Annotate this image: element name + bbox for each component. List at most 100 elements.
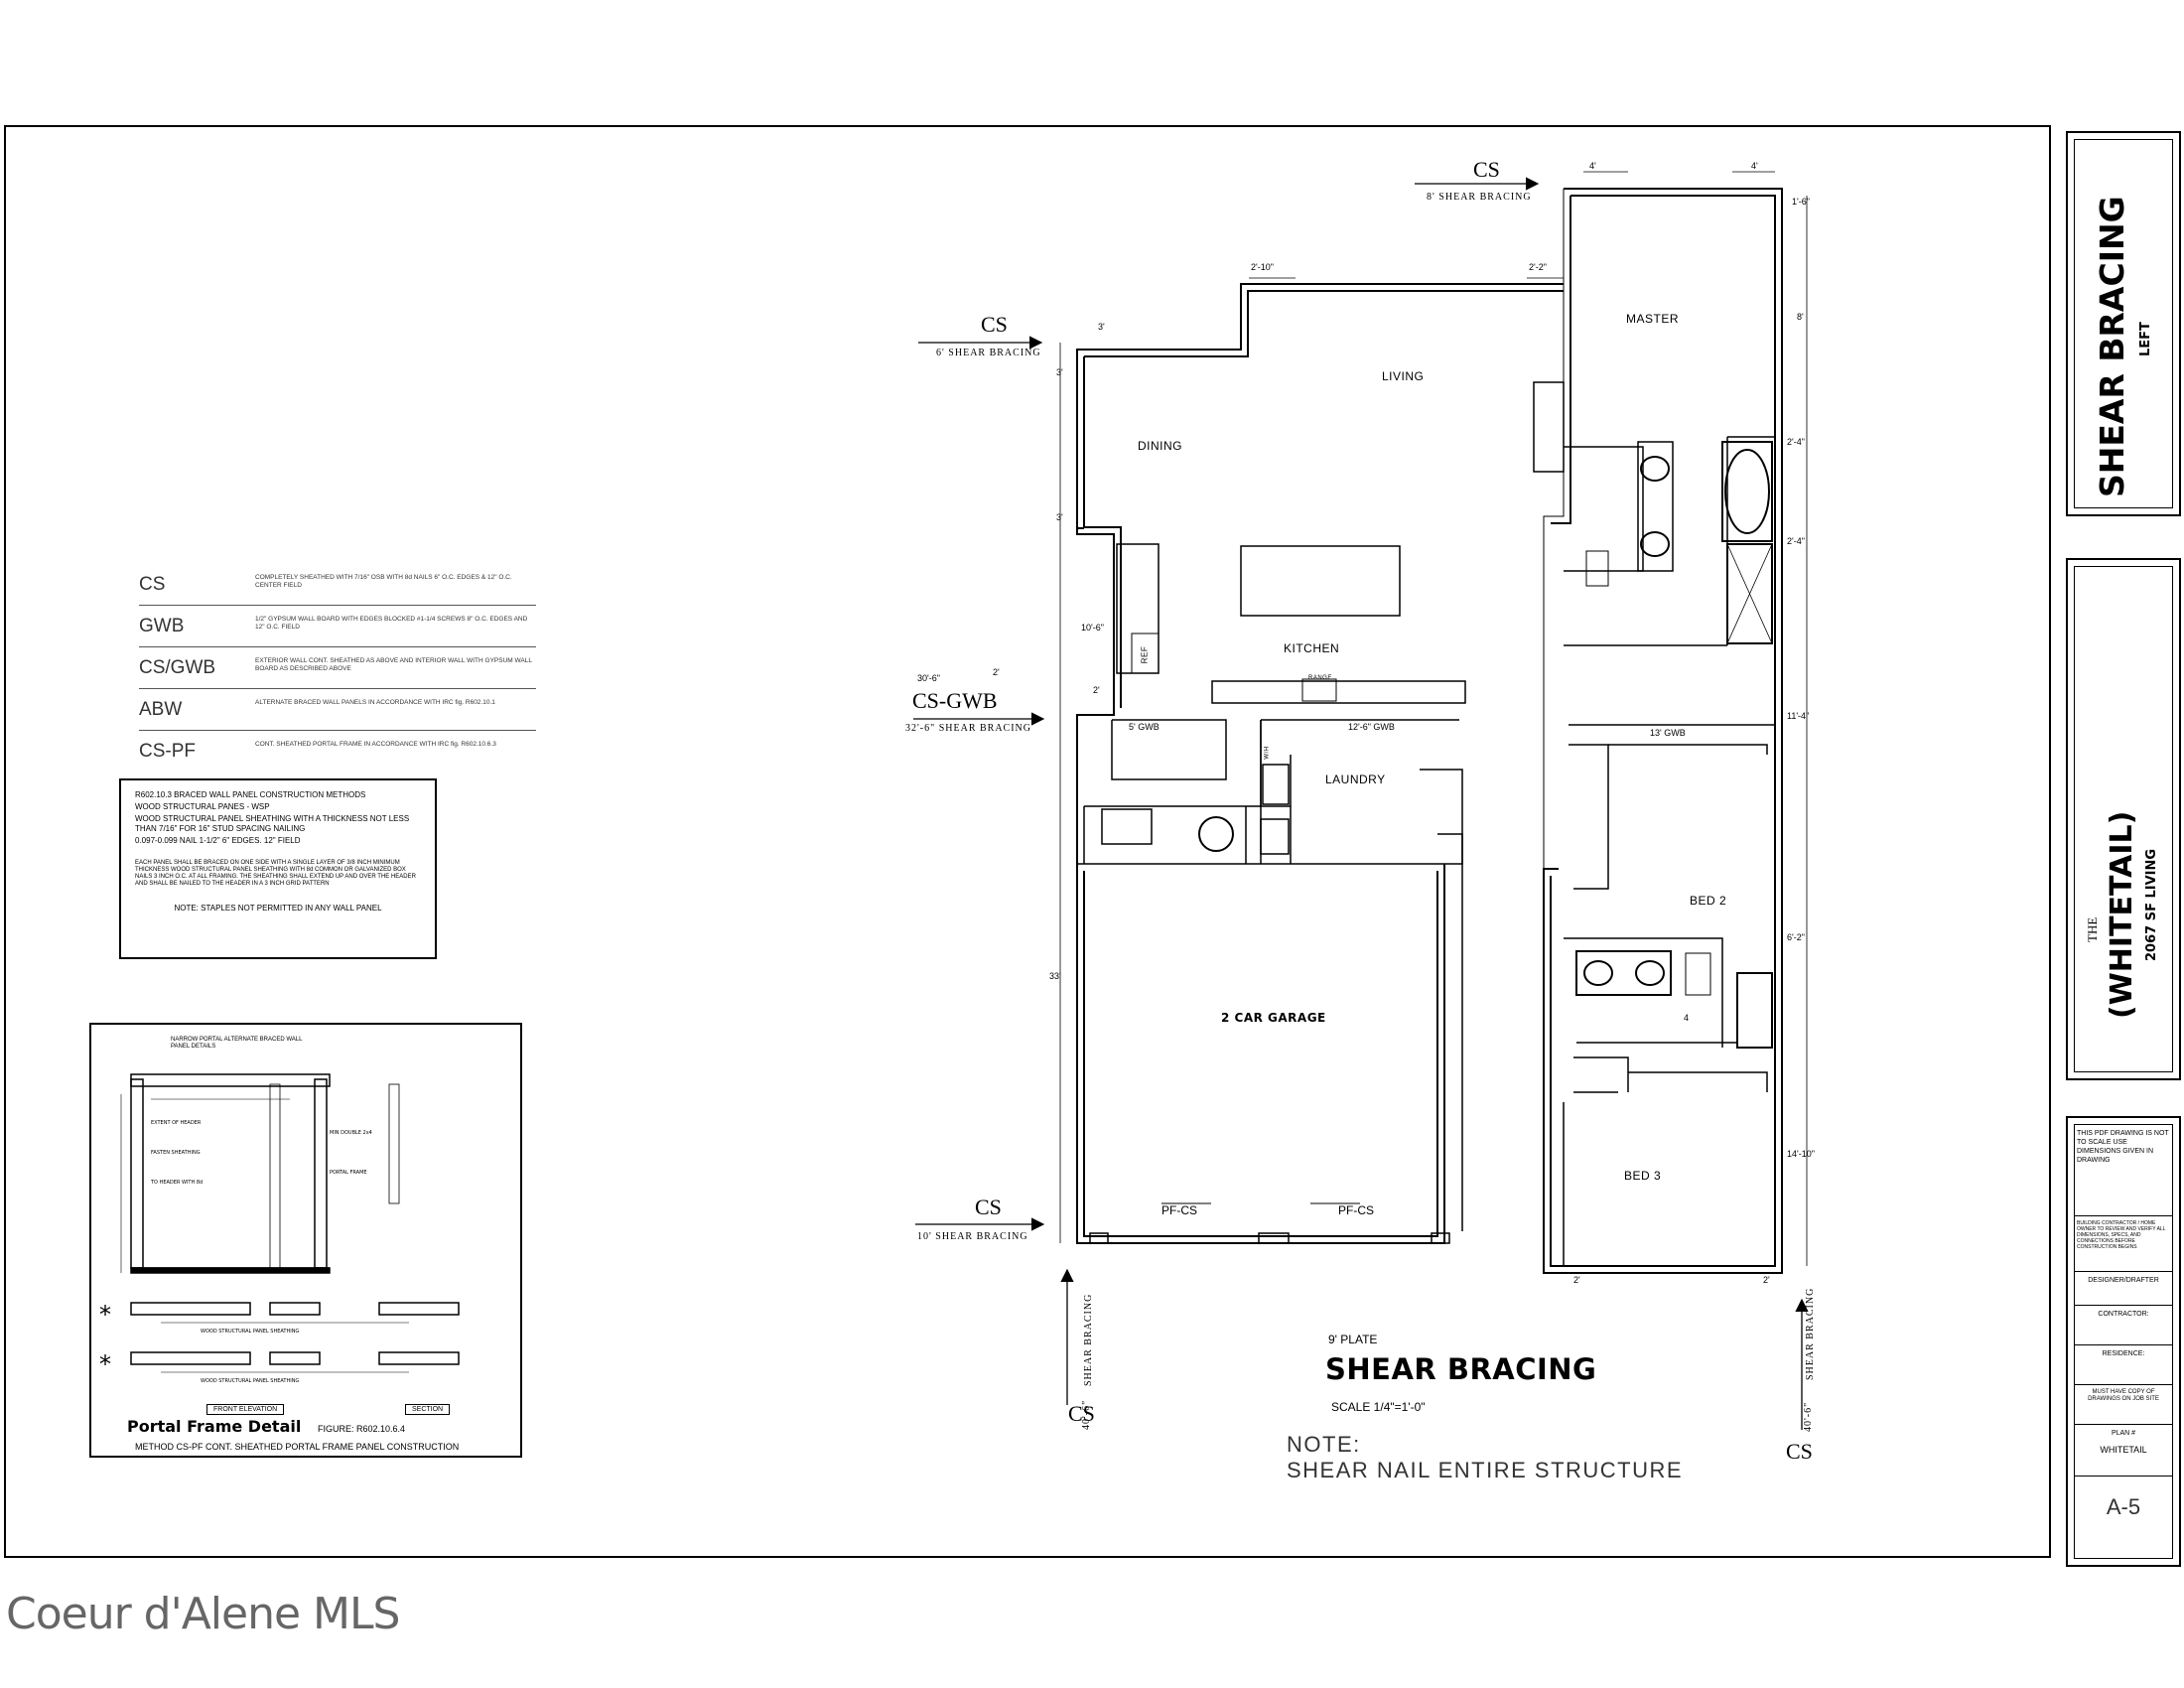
portal-heading: NARROW PORTAL ALTERNATE BRACED WALL PANE… — [171, 1037, 303, 1050]
section-mark-vert-left: CS — [1068, 1401, 1095, 1426]
plan-number-label: PLAN # — [2111, 1430, 2136, 1437]
note-text: SHEAR NAIL ENTIRE STRUCTURE — [1287, 1458, 1684, 1482]
drawing-sheet-border — [4, 125, 2051, 1558]
room-label-garage: 2 CAR GARAGE — [1221, 1011, 1326, 1025]
scale-note: THIS PDF DRAWING IS NOT TO SCALE USE DIM… — [2075, 1125, 2172, 1216]
dim-label: 13' GWB — [1650, 728, 1686, 738]
legend-code: CS-PF — [139, 741, 196, 762]
methods-paragraph: EACH PANEL SHALL BE BRACED ON ONE SIDE W… — [135, 860, 416, 887]
room-label-bed3: BED 3 — [1624, 1169, 1662, 1183]
dim-label: 8' — [1797, 312, 1804, 322]
legend-desc: COMPLETELY SHEATHED WITH 7/16" OSB WITH … — [255, 574, 512, 589]
info-inner: THIS PDF DRAWING IS NOT TO SCALE USE DIM… — [2074, 1124, 2173, 1559]
portal-method: METHOD CS-PF CONT. SHEATHED PORTAL FRAME… — [135, 1442, 460, 1452]
section-mark-top-right: CS — [1473, 157, 1500, 182]
dim-label-pf: PF-CS — [1338, 1203, 1374, 1217]
svg-text:*: * — [99, 1301, 111, 1329]
svg-text:MIN DOUBLE 2x4: MIN DOUBLE 2x4 — [330, 1130, 372, 1136]
svg-text:TO HEADER WITH 8d: TO HEADER WITH 8d — [150, 1180, 203, 1186]
room-label-dining: DINING — [1138, 439, 1182, 453]
contractor-label: CONTRACTOR: — [2075, 1306, 2172, 1345]
methods-note: NOTE: STAPLES NOT PERMITTED IN ANY WALL … — [174, 904, 382, 913]
svg-text:WOOD STRUCTURAL PANEL SHEATHIN: WOOD STRUCTURAL PANEL SHEATHING — [201, 1378, 299, 1384]
plate-height: 9' PLATE — [1328, 1333, 1378, 1346]
methods-line: WOOD STRUCTURAL PANEL SHEATHING WITH A T… — [135, 814, 410, 833]
legend-code: CS — [139, 574, 166, 595]
svg-text:WOOD STRUCTURAL PANEL SHEATHIN: WOOD STRUCTURAL PANEL SHEATHING — [201, 1329, 299, 1335]
section-mark-vert-right: CS — [1786, 1439, 1813, 1464]
room-label-laundry: LAUNDRY — [1325, 773, 1386, 786]
dim-label: 3' — [1098, 322, 1105, 332]
portal-figure: FIGURE: R602.10.6.4 — [318, 1424, 406, 1434]
sheet-title: SHEAR BRACING — [2093, 196, 2131, 497]
section-mark-middle-left: CS-GWB — [912, 688, 998, 713]
room-label-master: MASTER — [1626, 312, 1680, 326]
dim-label: 11'-4" — [1787, 711, 1810, 721]
designer-label: DESIGNER/DRAFTER — [2075, 1272, 2172, 1306]
room-label-wh: W/H — [1264, 746, 1271, 760]
dim-middle-left-b: 2' — [993, 667, 1000, 677]
room-label-living: LIVING — [1382, 369, 1425, 383]
drawing-scale: SCALE 1/4"=1'-0" — [1331, 1400, 1426, 1414]
svg-text:*: * — [99, 1350, 111, 1378]
legend-desc: 1/2" GYPSUM WALL BOARD WITH EDGES BLOCKE… — [255, 616, 528, 631]
section-note-bottom-left: 10' SHEAR BRACING — [917, 1231, 1028, 1242]
dim-label: 5' GWB — [1129, 722, 1160, 732]
dim-vert-left: 40'-6" — [1081, 1399, 1092, 1430]
plan-number-cell: PLAN # WHITETAIL — [2075, 1425, 2172, 1477]
svg-text:EXTENT OF HEADER: EXTENT OF HEADER — [151, 1120, 202, 1126]
braced-wall-methods-box: R602.10.3 BRACED WALL PANEL CONSTRUCTION… — [119, 778, 437, 959]
room-label-bed2: BED 2 — [1690, 894, 1727, 908]
svg-text:PORTAL FRAME: PORTAL FRAME — [330, 1170, 367, 1176]
legend-row: GWB 1/2" GYPSUM WALL BOARD WITH EDGES BL… — [139, 606, 536, 647]
dim-label: 3' — [1056, 367, 1063, 377]
legend-row: CS-PF CONT. SHEATHED PORTAL FRAME IN ACC… — [139, 731, 536, 773]
sheet-title-inner: SHEAR BRACING LEFT — [2074, 139, 2173, 508]
legend-row: CS/GWB EXTERIOR WALL CONT. SHEATHED AS A… — [139, 647, 536, 689]
project-name: (WHITETAIL) — [2105, 810, 2139, 1019]
legend-row: ABW ALTERNATE BRACED WALL PANELS IN ACCO… — [139, 689, 536, 731]
dim-label: 2'-4" — [1787, 536, 1805, 546]
legend-desc: EXTERIOR WALL CONT. SHEATHED AS ABOVE AN… — [255, 657, 532, 672]
dim-label: 33' — [1049, 971, 1061, 981]
legend-code: CS/GWB — [139, 657, 216, 678]
portal-title: Portal Frame Detail — [127, 1417, 302, 1436]
dim-vert-right: 40'-6" — [1803, 1401, 1814, 1432]
methods-line: WOOD STRUCTURAL PANES - WSP — [135, 802, 270, 811]
dim-label: 3' — [1056, 512, 1063, 522]
portal-front-elevation-label: FRONT ELEVATION — [206, 1404, 285, 1415]
portal-frame-linework: EXTENT OF HEADER FASTEN SHEATHING TO HEA… — [99, 1073, 460, 1384]
sheet-number: A-5 — [2106, 1494, 2141, 1519]
sheet-title-panel: SHEAR BRACING LEFT — [2066, 131, 2181, 516]
dim-label: 1'-6" — [1792, 197, 1810, 207]
methods-heading: R602.10.3 BRACED WALL PANEL CONSTRUCTION… — [135, 790, 366, 799]
note-label: NOTE: — [1287, 1432, 1361, 1457]
dim-label: 2'-10" — [1251, 262, 1274, 272]
dim-label: 2' — [1573, 1275, 1580, 1285]
legend-row: CS COMPLETELY SHEATHED WITH 7/16" OSB WI… — [139, 564, 536, 606]
room-label-range: RANGE — [1308, 675, 1332, 681]
legend-desc: ALTERNATE BRACED WALL PANELS IN ACCORDAN… — [255, 699, 495, 706]
dim-label: 4' — [1589, 161, 1596, 171]
mls-watermark: Coeur d'Alene MLS — [6, 1589, 400, 1639]
portal-frame-detail: NARROW PORTAL ALTERNATE BRACED WALL PANE… — [89, 1023, 522, 1458]
dim-label: 2' — [1763, 1275, 1770, 1285]
residence-label: RESIDENCE: — [2075, 1345, 2172, 1385]
sheet-subtitle: LEFT — [2138, 322, 2153, 356]
dim-label: 4 — [1684, 1013, 1690, 1023]
dim-label: 12'-6" GWB — [1348, 722, 1395, 732]
project-the: THE — [2085, 916, 2100, 942]
legend-code: ABW — [139, 699, 183, 720]
plan-name: WHITETAIL — [2100, 1445, 2147, 1455]
info-panel: THIS PDF DRAWING IS NOT TO SCALE USE DIM… — [2066, 1116, 2181, 1567]
section-note-top-left: 6' SHEAR BRACING — [936, 348, 1041, 358]
dim-label: 2'-4" — [1787, 437, 1805, 447]
room-label-ref: REF — [1140, 645, 1150, 664]
section-mark-top-left: CS — [981, 312, 1008, 337]
drawing-title: SHEAR BRACING — [1325, 1352, 1597, 1386]
section-note-vert-right: SHEAR BRACING — [1805, 1287, 1816, 1380]
room-label-kitchen: KITCHEN — [1284, 641, 1340, 655]
section-note-middle-left: 32'-6" SHEAR BRACING — [905, 723, 1032, 734]
methods-line: 0.097-0.099 NAIL 1-1/2" 6" EDGES. 12" FI… — [135, 836, 301, 845]
